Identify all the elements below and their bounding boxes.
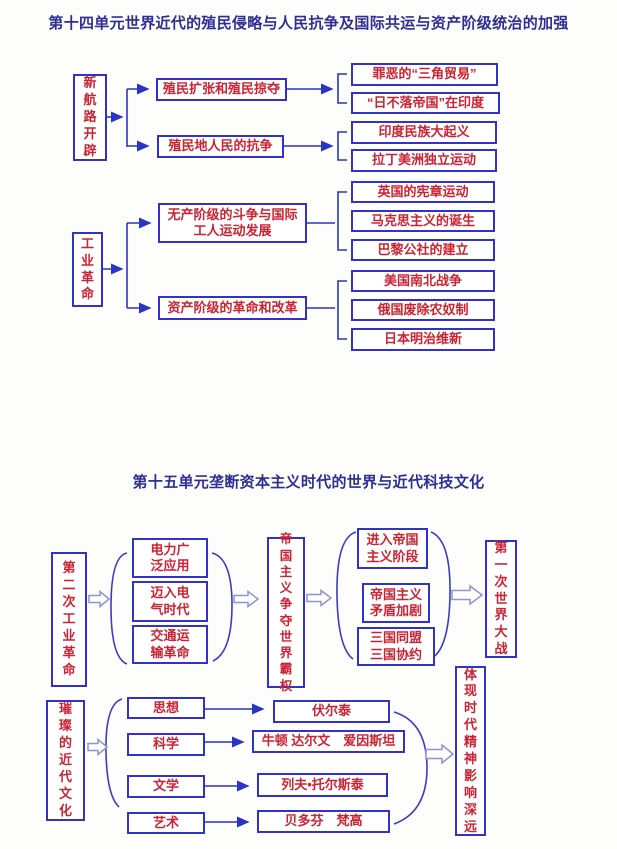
- leaf-latin-america-independence: 拉丁美洲独立运动: [351, 149, 497, 172]
- unit15-title: 第十五单元垄断资本主义时代的世界与近代科技文化: [132, 474, 485, 491]
- unit15-braces: [105, 531, 451, 825]
- node-label: 新航路开辟: [83, 75, 97, 158]
- flow-arrow-icon: [306, 589, 333, 607]
- leaf-leo-tolstoy: 列夫•托尔斯泰: [257, 773, 388, 797]
- leaf-paris-commune: 巴黎公社的建立: [351, 239, 495, 261]
- node-spirit-of-times: 体现时代精神影响深远: [455, 666, 486, 836]
- node-bourgeois-revolutions: 资产阶级的革命和改革: [158, 296, 307, 320]
- unit14-connectors: [103, 73, 347, 340]
- node-thought: 思想: [127, 697, 205, 719]
- flow-arrow-icon: [87, 737, 109, 757]
- node-electrical-age: 迈入电 气时代: [132, 581, 208, 622]
- node-literature: 文学: [127, 775, 205, 798]
- bracket-icon: [337, 191, 347, 251]
- flow-arrow-icon: [425, 743, 455, 765]
- leaf-meiji-restoration: 日本明治维新: [351, 328, 495, 351]
- leaf-voltaire: 伏尔泰: [273, 700, 390, 723]
- node-label: 体现时代精神影响深远: [463, 666, 477, 834]
- node-industrial-revolution: 工业革命: [72, 232, 103, 307]
- bracket-icon: [337, 131, 347, 161]
- leaf-russia-serfdom: 俄国废除农奴制: [351, 299, 495, 321]
- leaf-beethoven-vangogh: 贝多芬 梵高: [257, 810, 390, 833]
- node-label: 工业革命: [80, 235, 94, 302]
- flow-arrow-icon: [233, 590, 260, 608]
- node-label: 帝国主义争夺世界霸权: [279, 532, 293, 693]
- leaf-chartist-movement: 英国的宪章运动: [351, 181, 495, 203]
- leaf-india-uprising: 印度民族大起义: [351, 121, 497, 144]
- node-science: 科学: [127, 733, 205, 756]
- brace-open-icon: [105, 698, 123, 808]
- leaf-marxism-birth: 马克思主义的诞生: [351, 210, 495, 232]
- brace-close-icon: [211, 552, 233, 662]
- node-new-sea-route: 新航路开辟: [73, 74, 107, 161]
- node-imperialist-stage: 进入帝国 主义阶段: [357, 528, 428, 569]
- brace-close-icon: [393, 711, 428, 825]
- node-colonial-expansion: 殖民扩张和殖民掠夺: [156, 78, 287, 101]
- node-second-industrial-revolution: 第二次工业革命: [51, 552, 87, 687]
- node-imperialist-scramble: 帝国主义争夺世界霸权: [267, 532, 305, 693]
- node-transport-revolution: 交通运 输革命: [132, 625, 208, 664]
- node-label: 第一次世界大战: [494, 539, 508, 657]
- brace-open-icon: [110, 552, 128, 665]
- node-brilliant-modern-culture: 璀璨的近代文化: [46, 700, 85, 821]
- node-label: 第二次工业革命: [62, 560, 76, 677]
- brace-close-icon: [430, 531, 451, 659]
- node-colonial-resistance: 殖民地人民的抗争: [157, 135, 284, 158]
- node-art: 艺术: [127, 812, 205, 834]
- leaf-us-civil-war: 美国南北战争: [351, 270, 495, 292]
- leaf-empire-india: “日不落帝国”在印度: [351, 92, 500, 114]
- node-world-war-one: 第一次世界大战: [485, 540, 517, 658]
- leaf-triangle-trade: 罪恶的“三角贸易”: [351, 63, 498, 86]
- bracket-icon: [337, 73, 347, 104]
- node-electric-power: 电力广 泛应用: [132, 538, 208, 578]
- unit15-block-arrows: [87, 584, 484, 765]
- node-proletarian-struggle: 无产阶级的斗争与国际 工人运动发展: [158, 203, 307, 243]
- node-imperialist-contradictions: 帝国主义 矛盾加剧: [362, 583, 430, 623]
- brace-open-icon: [336, 531, 357, 660]
- culture-arrows: [205, 703, 265, 828]
- leaf-newton-darwin-einstein: 牛顿 达尔文 爱因斯坦: [252, 730, 405, 753]
- flow-arrow-icon: [451, 584, 484, 606]
- unit14-title: 第十四单元世界近代的殖民侵略与人民抗争及国际共运与资产阶级统治的加强: [48, 15, 569, 32]
- bracket-icon: [337, 280, 347, 340]
- node-label: 璀璨的近代文化: [58, 701, 72, 818]
- flow-arrow-icon: [88, 589, 111, 609]
- node-triple-alliance-entente: 三国同盟 三国协约: [357, 627, 435, 666]
